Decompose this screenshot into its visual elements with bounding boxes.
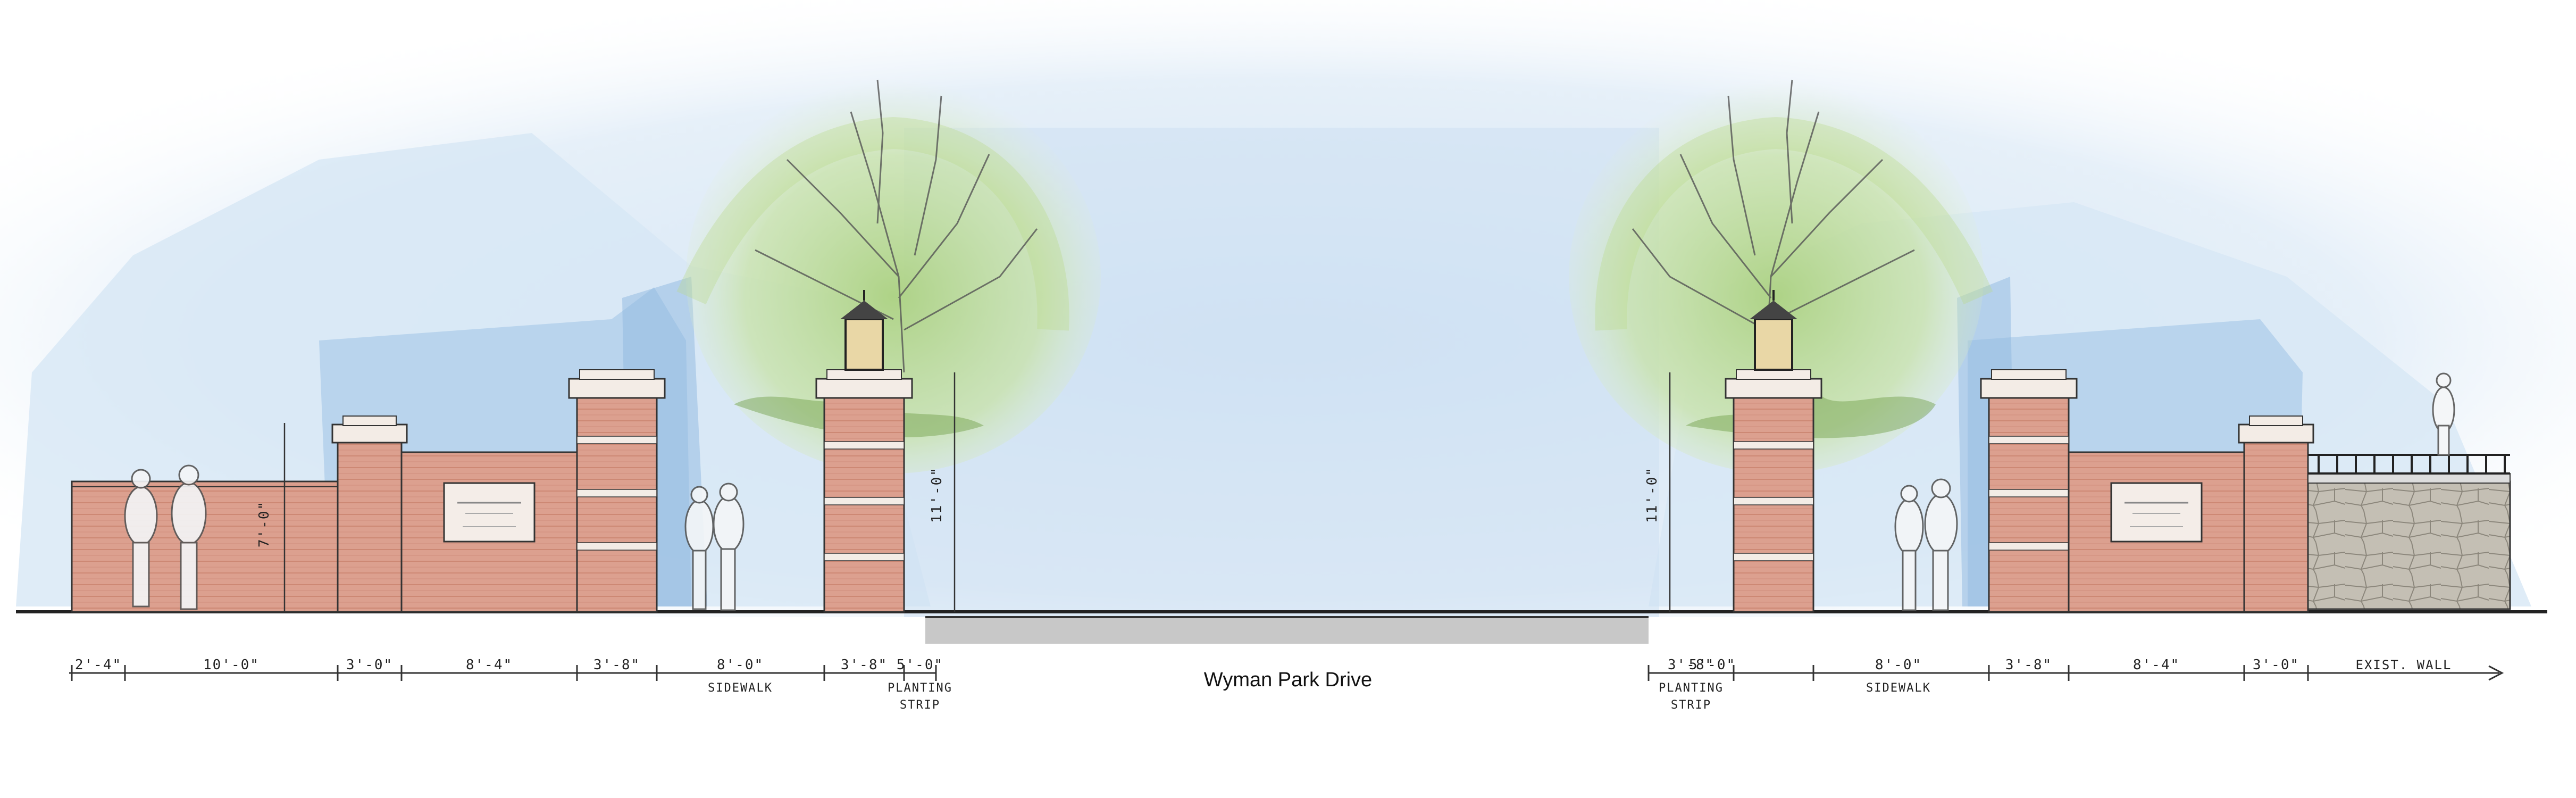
existing-stone-wall bbox=[2307, 473, 2511, 610]
right-distant-figure bbox=[2432, 372, 2455, 456]
left-dimension-value: 2'-4" bbox=[75, 657, 122, 673]
right-dimension-value: 8'-0" bbox=[1875, 657, 1922, 673]
road-surface bbox=[925, 617, 1649, 644]
left-dimension-value: 3'-8" bbox=[593, 657, 640, 673]
left-dimension-value: 3'-8" bbox=[841, 657, 888, 673]
left-dimension-value: 8'-0" bbox=[717, 657, 764, 673]
left-dimension-value: 5'-0" bbox=[897, 657, 943, 673]
right-tall-pier bbox=[1980, 369, 2078, 613]
left-short-pier bbox=[331, 415, 408, 613]
left-wall-height-callout: 7'-0" bbox=[256, 501, 272, 547]
labels: Wyman Park Drive 2'-4" 10'-0" 3'-0" 8'-4" 3'-… bbox=[75, 467, 2452, 712]
right-pier-height-callout: 11'-0" bbox=[1644, 467, 1660, 523]
left-sign-wall bbox=[400, 451, 578, 613]
right-sign-wall bbox=[2068, 451, 2245, 613]
right-gate-pier bbox=[1725, 369, 1822, 613]
right-short-pier bbox=[2238, 415, 2314, 613]
right-people bbox=[1894, 478, 1958, 611]
left-dimension-note: STRIP bbox=[900, 699, 940, 712]
right-dimension-note: EXIST. WALL bbox=[2356, 658, 2452, 672]
left-dimension-value: 8'-4" bbox=[466, 657, 513, 673]
height-callout-lines bbox=[283, 372, 1671, 612]
left-gate-pier bbox=[815, 369, 913, 613]
left-dimension-note: PLANTING bbox=[888, 681, 952, 695]
left-tree bbox=[676, 79, 1101, 473]
right-dimension-value: 3'-8" bbox=[2005, 657, 2052, 673]
right-dimension-value: 5'-0" bbox=[1689, 657, 1736, 673]
road-label: Wyman Park Drive bbox=[1204, 669, 1372, 691]
left-pier-height-callout: 11'-0" bbox=[929, 467, 945, 523]
right-dimension-note: PLANTING bbox=[1659, 681, 1724, 695]
left-dimension-line bbox=[69, 665, 937, 681]
left-lantern bbox=[840, 290, 888, 371]
left-dimension-value: 10'-0" bbox=[203, 657, 260, 673]
right-lantern bbox=[1750, 290, 1797, 371]
existing-balustrade bbox=[2308, 454, 2510, 475]
right-dimension-note: STRIP bbox=[1671, 699, 1711, 712]
right-dimension-value: 8'-4" bbox=[2133, 657, 2180, 673]
left-people bbox=[124, 464, 745, 611]
right-dimension-line bbox=[1647, 665, 2504, 681]
right-dimension-value: 3'-0" bbox=[2253, 657, 2299, 673]
left-tall-pier bbox=[568, 369, 666, 613]
left-dimension-note: SIDEWALK bbox=[708, 681, 773, 695]
right-dimension-note: SIDEWALK bbox=[1866, 681, 1931, 695]
left-dimension-value: 3'-0" bbox=[346, 657, 393, 673]
right-dimension-value: 3'-8" bbox=[1668, 657, 1714, 673]
